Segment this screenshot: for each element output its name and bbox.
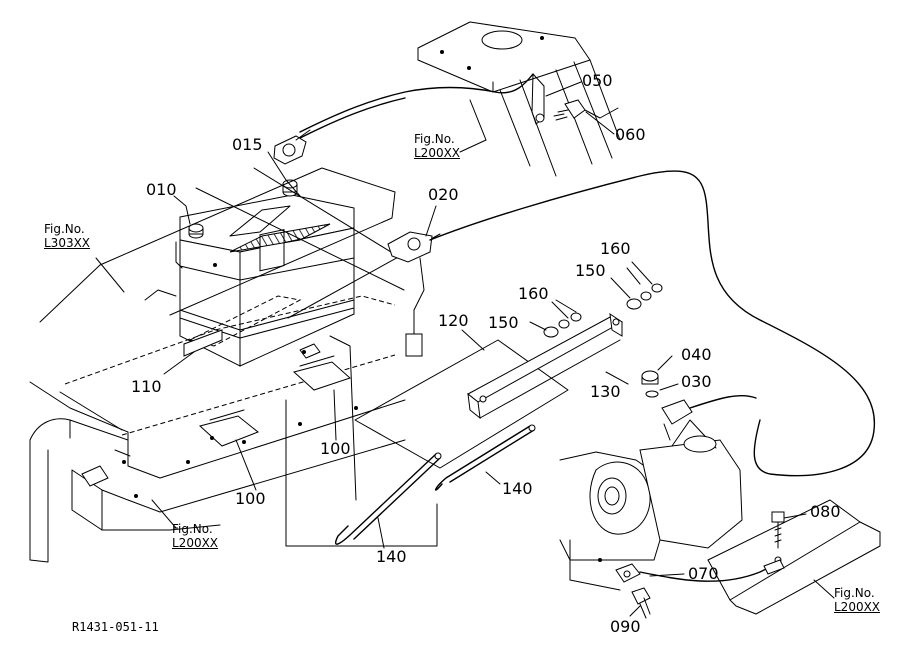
figref-left-label: Fig.No. [44,222,85,236]
callout-020: 020 [428,185,459,204]
figref-right: Fig.No. L200XX [834,586,880,614]
cable-020 [387,170,875,477]
figref-top-code: L200XX [414,146,461,160]
cable-050 [299,73,545,139]
callout-150-left: 150 [488,313,519,332]
callout-030: 030 [681,372,712,391]
figref-left-code: L303XX [44,236,91,250]
construction-lines [195,167,441,547]
frame-left [29,381,406,563]
figref-right-label: Fig.No. [834,586,875,600]
callout-160-right: 160 [600,239,631,258]
figref-right-code: L200XX [834,600,881,614]
document-id: R1431-051-11 [72,620,159,634]
callout-040: 040 [681,345,712,364]
callout-140-right: 140 [502,479,533,498]
cable-030 [641,370,757,441]
figref-left: Fig.No. L303XX [44,222,90,250]
callout-150-right: 150 [575,261,606,280]
battery-010 [175,179,355,367]
leader-lines [95,81,835,617]
callout-120: 120 [438,311,469,330]
callout-110: 110 [131,377,162,396]
callout-080: 080 [810,502,841,521]
figref-top: Fig.No. L200XX [414,132,460,160]
washers-nuts [543,283,663,338]
battery-tray [39,167,396,436]
cable-070 [615,559,785,583]
rods-140 [334,424,536,545]
callout-140-left: 140 [376,547,407,566]
callout-070: 070 [688,564,719,583]
rubber-pads-100 [198,343,351,447]
holder-120-130 [354,312,623,469]
bolt-060 [553,99,619,121]
terminal-015 [273,129,311,165]
callout-050: 050 [582,71,613,90]
bolt-090 [631,587,651,619]
callout-160-left: 160 [518,284,549,303]
figref-bottom: Fig.No. L200XX [172,522,218,550]
callout-010: 010 [146,180,177,199]
bolt-080 [771,511,785,549]
callout-130: 130 [590,382,621,401]
callout-090: 090 [610,617,641,636]
figref-bottom-label: Fig.No. [172,522,213,536]
callout-100-left: 100 [235,489,266,508]
figref-bottom-code: L200XX [172,536,219,550]
frame-plate-top [417,21,621,177]
callout-060: 060 [615,125,646,144]
callout-100-right: 100 [320,439,351,458]
callout-015: 015 [232,135,263,154]
starter-motor [559,419,743,591]
figref-top-label: Fig.No. [414,132,455,146]
